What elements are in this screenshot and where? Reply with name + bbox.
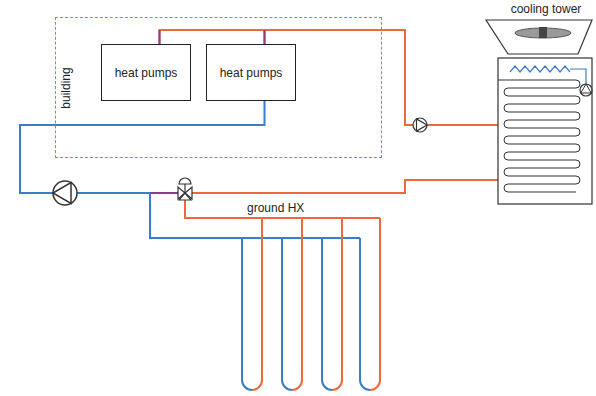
region-label: building: [59, 67, 73, 108]
spray-pump-impeller: [581, 84, 591, 93]
equipment-label: cooling tower: [511, 2, 582, 16]
building-boundary: building heat pumps heat pumps: [55, 17, 382, 158]
tower-outlet-pipe: [192, 180, 498, 193]
borehole-leg: [292, 218, 302, 390]
valve-actuator: [179, 178, 191, 184]
mixed-pipe: [264, 30, 266, 44]
mixed-pipe: [150, 192, 178, 194]
valve-body: [179, 193, 191, 200]
borehole-leg: [332, 218, 342, 390]
pump-casing: [53, 181, 77, 205]
pipe-connector: [160, 30, 499, 125]
mixed-pipe: [159, 30, 161, 44]
pump-impeller: [417, 119, 428, 131]
borehole-leg: [282, 238, 292, 390]
three-way-valve: [178, 178, 192, 200]
valve-stem: [184, 184, 185, 193]
pipe-connector: [20, 101, 498, 193]
cooling-tower: cooling tower: [498, 2, 594, 206]
spray-nozzles: [510, 66, 570, 72]
tower-fan: [515, 28, 571, 38]
tower-casing: [498, 58, 592, 204]
ground-heat-exchanger: [150, 193, 380, 390]
borehole-leg: [242, 238, 252, 390]
circulation-pump: [413, 118, 427, 132]
heat-pump-box: heat pumps: [101, 44, 191, 101]
borehole-leg: [370, 218, 380, 390]
box-label: heat pumps: [220, 66, 283, 80]
heat-pump-box: heat pumps: [206, 44, 296, 101]
label-holder: ground HX: [247, 201, 304, 215]
supply-header: [185, 200, 380, 218]
pump-casing: [413, 118, 427, 132]
cooling-tower-drawing: [486, 20, 592, 204]
fan-hub: [539, 27, 547, 38]
circulation-pump: [53, 181, 77, 205]
box-label: heat pumps: [115, 66, 178, 80]
borehole-leg: [322, 238, 332, 390]
spray-pipe: [570, 69, 586, 84]
tower-hood: [486, 20, 592, 54]
tower-coil: [498, 80, 580, 192]
borehole-leg: [252, 218, 262, 390]
spray-pump: [580, 84, 592, 96]
return-header: [150, 193, 360, 238]
borehole-leg: [360, 238, 370, 390]
rotated-label-holder: building: [59, 67, 73, 108]
field-label: ground HX: [247, 201, 304, 215]
pump-impeller: [53, 183, 71, 204]
